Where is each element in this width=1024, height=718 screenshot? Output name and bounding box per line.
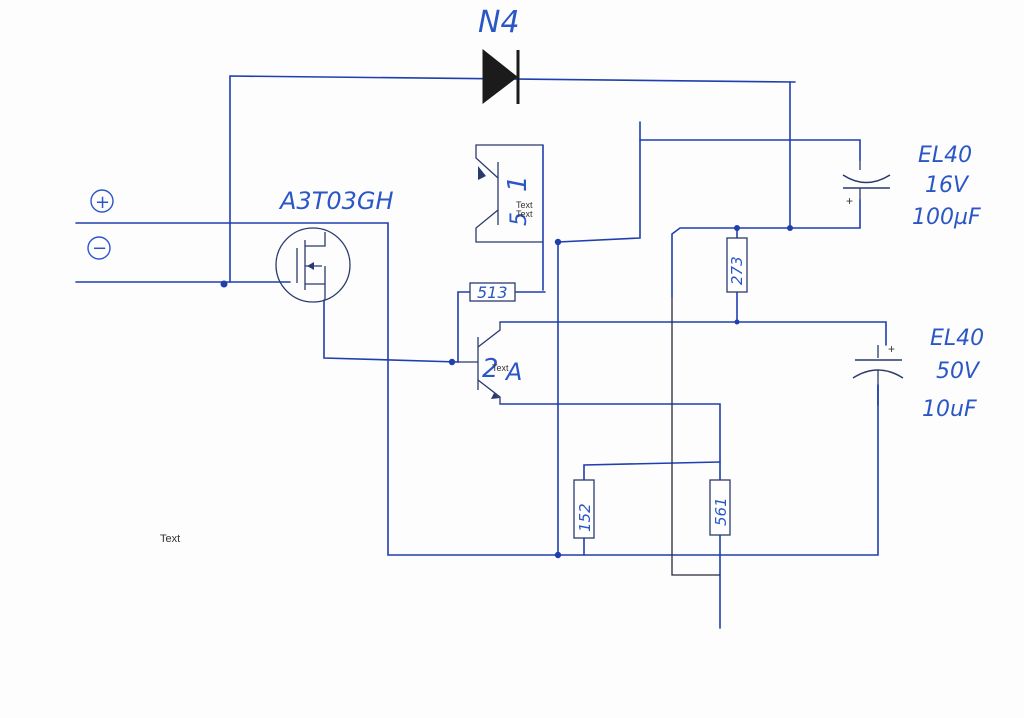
diode-label: N4	[478, 5, 520, 40]
node-273	[734, 225, 740, 231]
wire-cap1-top	[639, 121, 861, 161]
wire-plus-line	[75, 222, 879, 556]
transistor-bottom-text: Text	[492, 363, 509, 373]
resistor-513-label: 513	[477, 283, 508, 302]
capacitor-1	[842, 160, 891, 200]
wires	[75, 75, 887, 629]
capacitor-2-polarity: +	[888, 342, 895, 356]
resistor-273	[726, 237, 748, 293]
wire-mosfet-to-base	[323, 299, 459, 363]
diode-symbol	[482, 48, 520, 105]
transistor-bottom-number: 2	[482, 354, 499, 384]
terminal-plus-label: +	[95, 192, 110, 213]
resistor-152-label: 152	[576, 503, 594, 532]
transistor-top-number: 1	[503, 175, 533, 192]
transistor-top	[475, 144, 543, 243]
capacitor-2-label-2: 50V	[936, 359, 981, 384]
wire-152-top	[583, 461, 721, 481]
wire-base-to-513	[457, 291, 471, 363]
capacitor-2-label-1: EL40	[930, 326, 984, 351]
node-273-bottom	[734, 319, 740, 325]
capacitor-2-label-3: 10uF	[922, 397, 977, 422]
capacitor-1-label-3: 100µF	[912, 205, 981, 230]
wire-top-rail	[229, 75, 796, 283]
resistor-561	[709, 479, 731, 536]
wire-collector-right	[499, 321, 887, 346]
wire-cap1-bottom	[671, 199, 861, 297]
transistor-top-text-2: Text	[516, 209, 533, 219]
node-cap1	[787, 225, 793, 231]
terminal-minus-label: −	[92, 238, 107, 259]
resistor-513	[469, 282, 516, 302]
wire-thin-loop	[671, 296, 720, 576]
capacitor-1-polarity: +	[846, 194, 853, 208]
wire-emitter-right	[499, 403, 721, 481]
resistor-273-label: 273	[728, 256, 746, 285]
node-base	[448, 358, 456, 366]
placeholder-text: Text	[160, 533, 180, 545]
resistor-152	[573, 479, 595, 539]
capacitor-1-label-1: EL40	[918, 143, 972, 168]
transistor-bottom	[458, 322, 501, 404]
mosfet-label: A3T03GH	[278, 187, 394, 215]
resistor-561-label: 561	[712, 497, 730, 526]
node-ground	[554, 551, 562, 559]
transistor-top-text-1: Text	[516, 200, 533, 210]
terminal-plus: +	[90, 189, 114, 213]
mosfet-symbol	[275, 227, 351, 303]
junction-nodes	[220, 225, 793, 559]
node-left	[220, 280, 228, 288]
transistor-bottom-suffix: A	[504, 358, 522, 386]
wire-640-to-node	[557, 139, 641, 243]
transistor-top-overlay: 5	[507, 212, 532, 226]
node-640	[554, 238, 562, 246]
capacitor-1-label-2: 16V	[925, 173, 970, 198]
capacitor-2	[852, 345, 904, 385]
terminal-minus: −	[87, 236, 111, 260]
